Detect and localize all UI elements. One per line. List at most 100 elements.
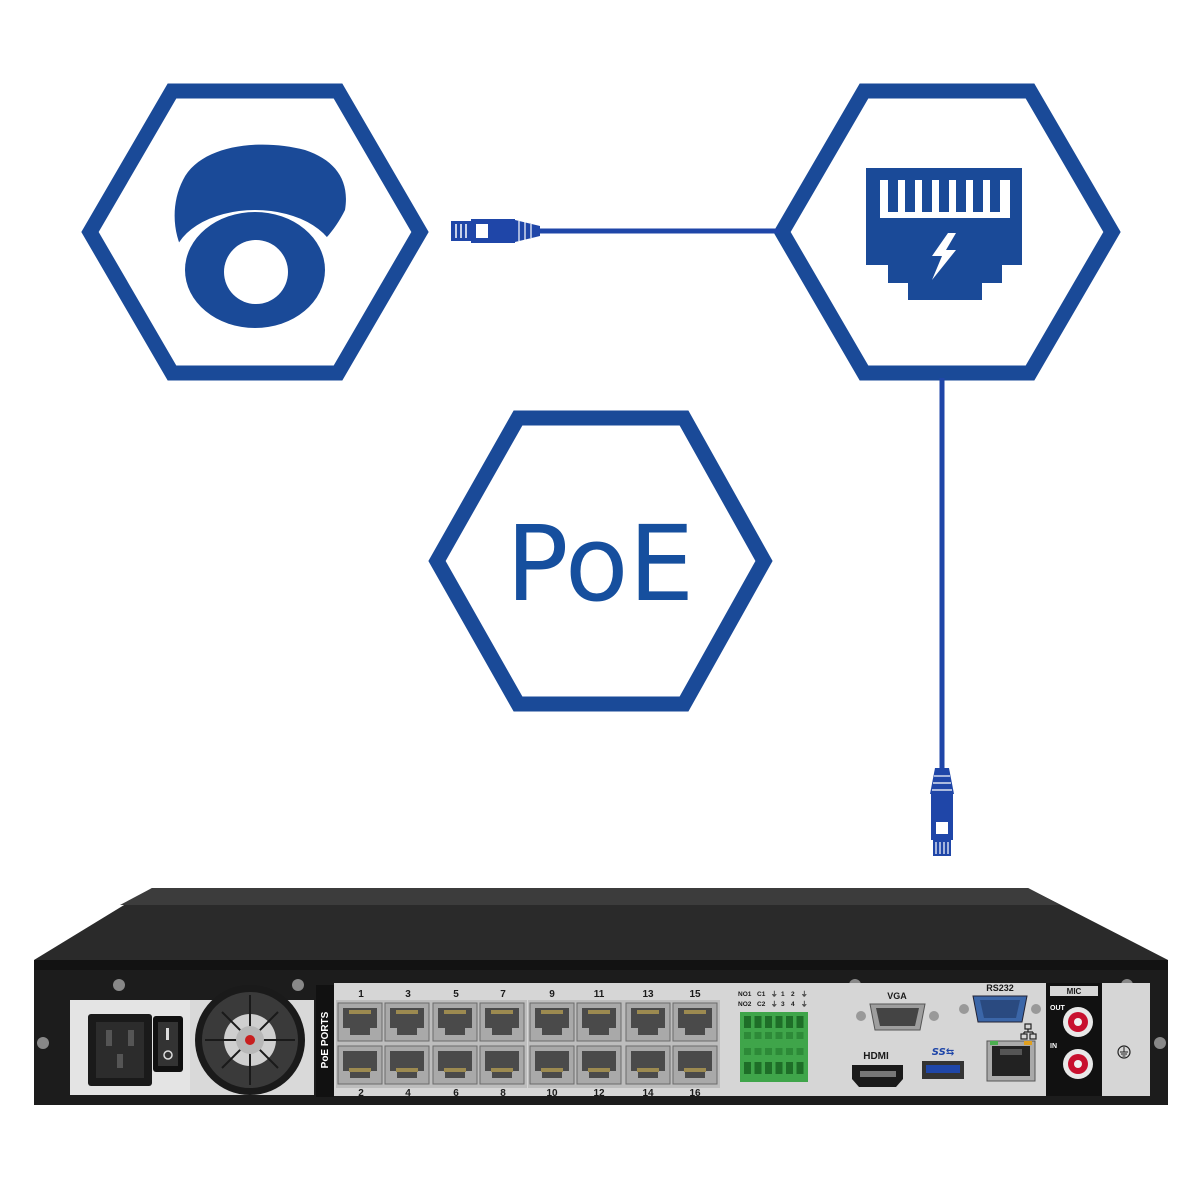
vga-label: VGA — [887, 991, 907, 1001]
usb-label: SS⇆ — [932, 1047, 954, 1058]
poe-rj45-port[interactable] — [529, 1002, 575, 1042]
port-number: 12 — [593, 1088, 605, 1099]
poe-rj45-port[interactable] — [625, 1045, 671, 1085]
alarm-label: NO1 — [738, 991, 752, 998]
alarm-terminal-screw — [796, 1032, 804, 1039]
poe-rj45-port[interactable] — [479, 1002, 525, 1042]
alarm-label: ⏚ — [771, 990, 778, 998]
audio-out-jack[interactable] — [1063, 1007, 1093, 1037]
port-number: 15 — [689, 989, 701, 1000]
poe-rj45-port[interactable] — [432, 1045, 478, 1085]
alarm-terminal-screw — [754, 1032, 762, 1039]
alarm-label: 1 — [781, 991, 785, 998]
audio-out-label: OUT — [1050, 1005, 1066, 1012]
poe-rj45-port[interactable] — [625, 1002, 671, 1042]
alarm-terminal-pin — [765, 1016, 772, 1028]
mic-label: MIC — [1067, 987, 1082, 996]
poe-label: PoE — [506, 503, 694, 625]
alarm-terminal-screw — [765, 1048, 772, 1055]
alarm-terminal-pin — [744, 1062, 751, 1074]
alarm-terminal-screw — [786, 1048, 793, 1055]
alarm-terminal-pin — [796, 1016, 804, 1028]
port-number: 9 — [549, 989, 555, 1000]
poe-port-numbers-bottom: 2 4 6 8 10 12 14 16 — [358, 1088, 701, 1099]
alarm-terminal-pin — [786, 1016, 793, 1028]
poe-rj45-port[interactable] — [384, 1002, 430, 1042]
port-number: 1 — [358, 989, 364, 1000]
alarm-terminal-pin — [775, 1062, 783, 1074]
alarm-label: ⏚ — [771, 1000, 778, 1008]
network-icon — [1020, 1023, 1037, 1040]
audio-in-label: IN — [1050, 1043, 1057, 1050]
port-number: 6 — [453, 1088, 459, 1099]
alarm-terminal-pin — [775, 1016, 783, 1028]
port-number: 13 — [642, 989, 654, 1000]
poe-port-hexagon — [773, 83, 1121, 381]
poe-rj45-port[interactable] — [529, 1045, 575, 1085]
hdmi-label: HDMI — [863, 1051, 889, 1062]
port-number: 11 — [594, 989, 605, 1000]
power-inlet — [88, 1014, 152, 1086]
alarm-terminal-screw — [775, 1048, 783, 1055]
cooling-fan — [190, 985, 314, 1095]
alarm-terminal-screw — [744, 1048, 751, 1055]
power-switch[interactable] — [153, 1016, 183, 1072]
poe-rj45-port[interactable] — [479, 1045, 525, 1085]
lan-port[interactable] — [986, 1040, 1036, 1082]
alarm-terminal-pin — [765, 1062, 772, 1074]
cable-port-to-nvr — [930, 378, 954, 856]
alarm-terminal-pin — [744, 1016, 751, 1028]
alarm-terminal-screw — [754, 1048, 762, 1055]
poe-port-numbers-top: 1 3 5 7 9 11 13 15 — [358, 989, 701, 1000]
poe-ports-label: PoE PORTS — [320, 1011, 331, 1068]
alarm-label: ⏚ — [801, 1000, 808, 1008]
alarm-label: 3 — [781, 1001, 785, 1008]
alarm-terminal-block: NO1 C1 ⏚ 1 2 ⏚ NO2 C2 ⏚ 3 4 ⏚ — [738, 990, 808, 1082]
port-number: 3 — [405, 989, 411, 1000]
cable-camera-to-port — [451, 219, 780, 243]
alarm-label: ⏚ — [801, 990, 808, 998]
vga-port[interactable] — [856, 1003, 939, 1031]
poe-port-grid — [336, 1000, 720, 1088]
rj45-plug-icon — [930, 768, 954, 856]
rs232-label: RS232 — [986, 983, 1014, 993]
audio-in-jack[interactable] — [1063, 1049, 1093, 1079]
port-number: 7 — [500, 989, 506, 1000]
alarm-label: 4 — [791, 1001, 795, 1008]
poe-rj45-port[interactable] — [337, 1045, 383, 1085]
usb-port[interactable] — [922, 1061, 964, 1079]
poe-rj45-port[interactable] — [432, 1002, 478, 1042]
dome-camera-icon — [173, 144, 346, 328]
poe-rj45-port[interactable] — [384, 1045, 430, 1085]
poe-hexagon: PoE — [428, 410, 773, 712]
port-number: 14 — [642, 1088, 654, 1099]
rs232-port[interactable] — [959, 995, 1041, 1023]
poe-rj45-port[interactable] — [337, 1002, 383, 1042]
alarm-terminal-screw — [796, 1048, 804, 1055]
alarm-terminal-pin — [786, 1062, 793, 1074]
alarm-terminal-screw — [786, 1032, 793, 1039]
alarm-terminal-screw — [775, 1032, 783, 1039]
poe-rj45-port[interactable] — [576, 1002, 622, 1042]
alarm-terminal-pin — [796, 1062, 804, 1074]
alarm-terminal-screw — [765, 1032, 772, 1039]
port-number: 2 — [358, 1088, 364, 1099]
poe-rj45-port[interactable] — [672, 1002, 718, 1042]
poe-rj45-port[interactable] — [576, 1045, 622, 1085]
alarm-label: C2 — [757, 1001, 766, 1008]
rj45-plug-icon — [451, 219, 540, 243]
alarm-terminal-pin — [754, 1016, 762, 1028]
port-number: 5 — [453, 989, 459, 1000]
alarm-terminal-pin — [754, 1062, 762, 1074]
port-number: 10 — [546, 1088, 558, 1099]
port-number: 4 — [405, 1088, 411, 1099]
alarm-label: 2 — [791, 991, 795, 998]
camera-hexagon — [81, 83, 429, 381]
ethernet-power-port-icon — [866, 168, 1022, 300]
port-number: 8 — [500, 1088, 506, 1099]
hdmi-port[interactable] — [852, 1065, 903, 1087]
nvr-device: PoE PORTS 1 3 5 7 9 11 13 15 2 4 6 8 10 … — [34, 888, 1168, 1105]
poe-rj45-port[interactable] — [672, 1045, 718, 1085]
alarm-label: C1 — [757, 991, 766, 998]
